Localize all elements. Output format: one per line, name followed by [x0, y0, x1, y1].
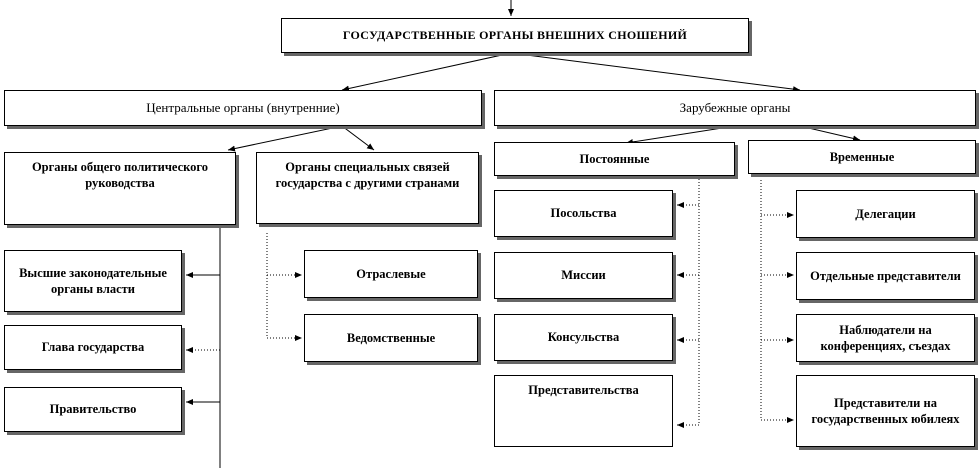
jubilee-representatives-node: Представители на государственных юбилеях — [796, 375, 975, 447]
foreign-organs-node: Зарубежные органы — [494, 90, 976, 126]
central-organs-node: Центральные органы (внутренние) — [4, 90, 482, 126]
departmental-node: Ведомственные — [304, 314, 478, 362]
temporary-node: Временные — [748, 140, 976, 174]
root-node: ГОСУДАРСТВЕННЫЕ ОРГАНЫ ВНЕШНИХ СНОШЕНИЙ — [281, 18, 749, 53]
conference-observers-node: Наблюдатели на конференциях, съездах — [796, 314, 975, 362]
government-node: Правительство — [4, 387, 182, 432]
permanent-node: Постоянные — [494, 142, 735, 176]
sectoral-node: Отраслевые — [304, 250, 478, 298]
individual-representatives-node: Отдельные представители — [796, 252, 975, 300]
special-relations-node: Органы специальных связей государства с … — [256, 152, 479, 224]
head-of-state-node: Глава государства — [4, 325, 182, 370]
representations-node: Представительства — [494, 375, 673, 447]
delegations-node: Делегации — [796, 190, 975, 238]
legislature-node: Высшие законодательные органы власти — [4, 250, 182, 312]
missions-node: Миссии — [494, 252, 673, 299]
general-guidance-node: Органы общего политического руководства — [4, 152, 236, 225]
consulates-node: Консульства — [494, 314, 673, 361]
embassies-node: Посольства — [494, 190, 673, 237]
